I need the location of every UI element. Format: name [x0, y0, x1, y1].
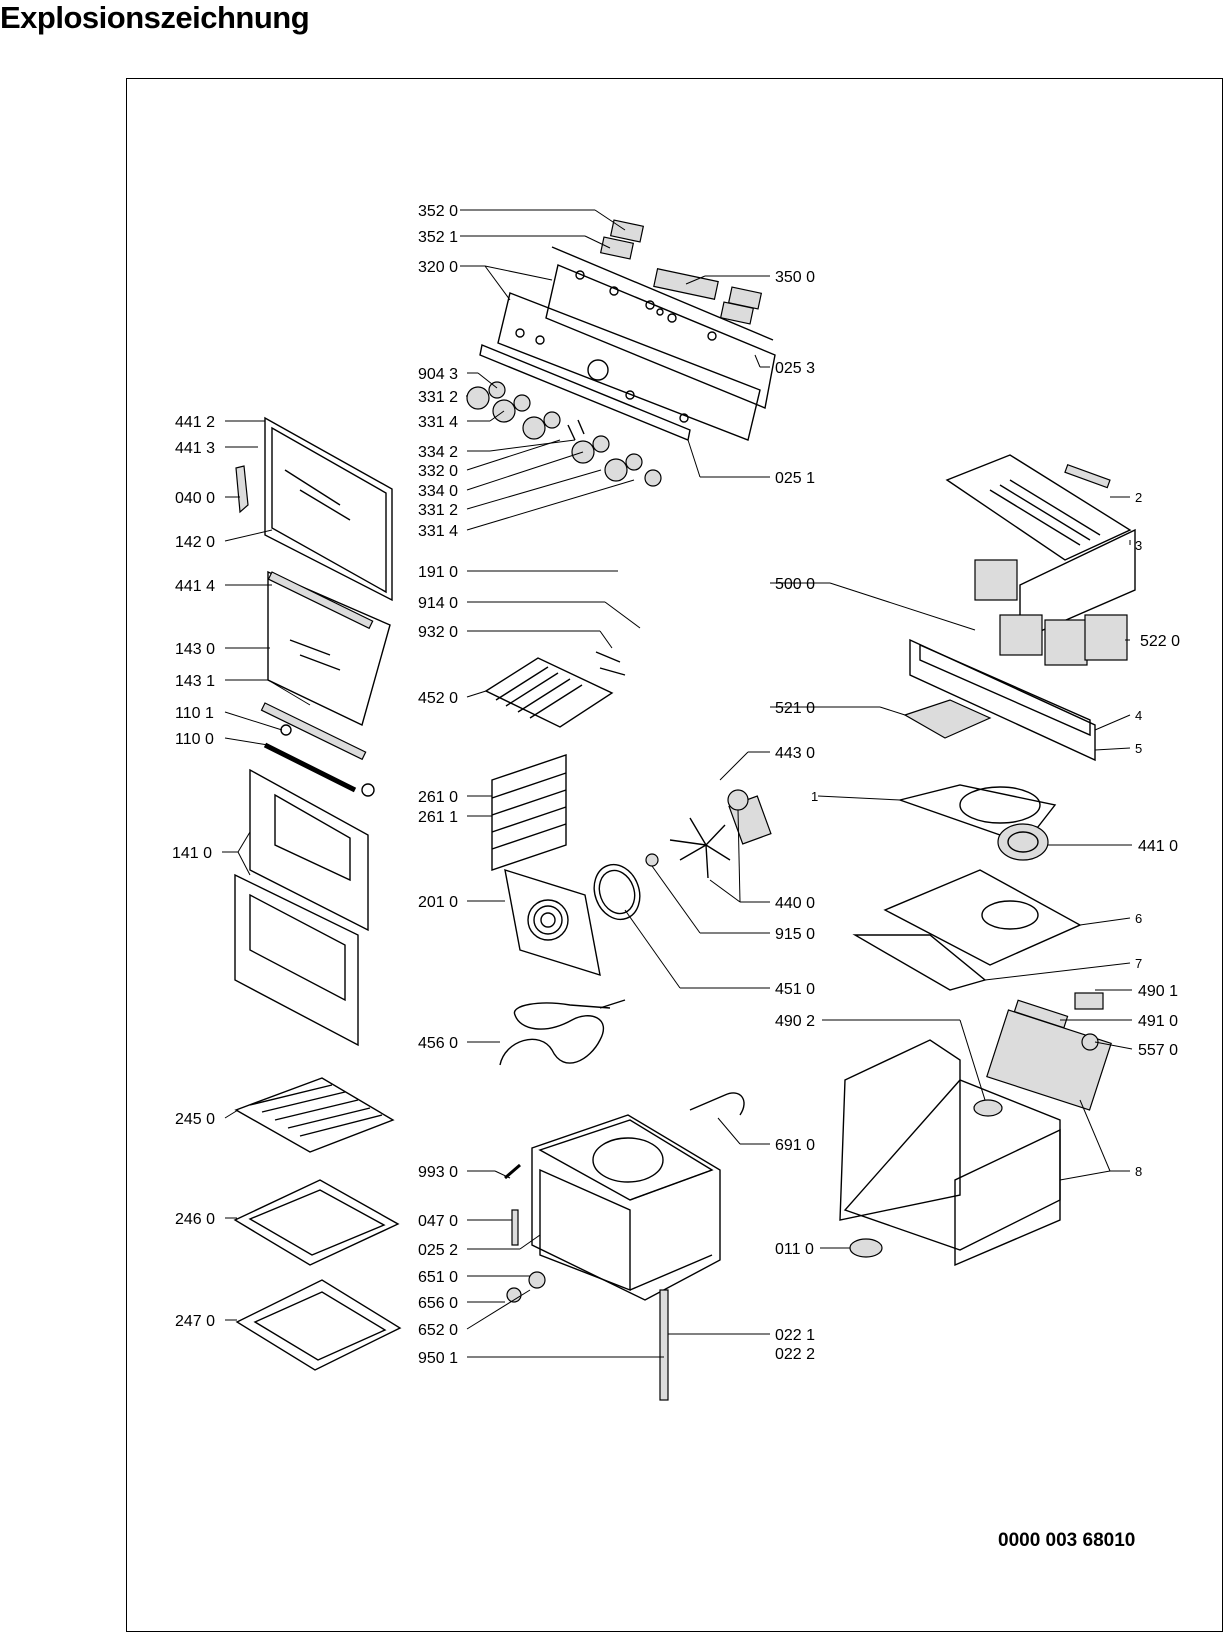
callout-246-0: 246 0: [175, 1211, 215, 1228]
door-glass: [234, 768, 369, 1047]
inner-glass: [260, 570, 391, 761]
callout-040-0: 040 0: [175, 490, 215, 507]
callout-334-2: 334 2: [418, 444, 458, 461]
callout-5: 5: [1135, 741, 1142, 756]
electronic-modules: [903, 559, 1128, 739]
callout-8: 8: [1135, 1164, 1142, 1179]
callout-011-0: 011 0: [775, 1241, 814, 1258]
callout-993-0: 993 0: [418, 1164, 458, 1181]
part-drawings: [233, 219, 1136, 1401]
callout-652-0: 652 0: [418, 1322, 458, 1339]
small-parts: [504, 1092, 745, 1401]
top-cover: [945, 454, 1136, 642]
callout-500-0: 500 0: [775, 576, 815, 593]
grid-shelf: [234, 1077, 395, 1153]
top-plate: [897, 784, 1057, 861]
callout-331-4-a: 331 4: [418, 414, 458, 431]
callout-443-0: 443 0: [775, 745, 815, 762]
side-rails: [491, 754, 567, 871]
callout-350-0: 350 0: [775, 269, 815, 286]
callout-451-0: 451 0: [775, 981, 815, 998]
page-title: Explosionszeichnung: [0, 0, 310, 35]
callout-441-4: 441 4: [175, 578, 215, 595]
callout-440-0: 440 0: [775, 895, 815, 912]
callout-904-3: 904 3: [418, 366, 458, 383]
oven-cavity: [531, 1114, 721, 1301]
callout-332-0: 332 0: [418, 463, 458, 480]
callout-261-1: 261 1: [418, 809, 458, 826]
deep-tray: [235, 1279, 402, 1371]
callout-331-2-a: 331 2: [418, 389, 458, 406]
callout-1: 1: [811, 789, 818, 804]
callout-950-1: 950 1: [418, 1350, 458, 1367]
callout-320-0: 320 0: [418, 259, 458, 276]
callout-915-0: 915 0: [775, 926, 815, 943]
callout-025-1: 025 1: [775, 470, 815, 487]
callout-047-0: 047 0: [418, 1213, 458, 1230]
callout-142-0: 142 0: [175, 534, 215, 551]
callout-452-0: 452 0: [418, 690, 458, 707]
callout-2: 2: [1135, 490, 1142, 505]
callout-110-0: 110 0: [175, 731, 214, 748]
callout-651-0: 651 0: [418, 1269, 458, 1286]
knobs: [466, 381, 662, 487]
callout-456-0: 456 0: [418, 1035, 458, 1052]
callout-490-2: 490 2: [775, 1013, 815, 1030]
callout-441-2: 441 2: [175, 414, 215, 431]
callout-490-1: 490 1: [1138, 983, 1178, 1000]
callout-4: 4: [1135, 708, 1142, 723]
outer-housing: [839, 992, 1112, 1267]
callout-331-2-b: 331 2: [418, 502, 458, 519]
callout-331-4-b: 331 4: [418, 523, 458, 540]
control-panel-parts: [479, 219, 776, 441]
fan-assembly: [593, 789, 772, 921]
callout-3: 3: [1135, 538, 1142, 553]
callout-022-1: 022 1: [775, 1327, 815, 1344]
callout-932-0: 932 0: [418, 624, 458, 641]
callout-143-1: 143 1: [175, 673, 215, 690]
callout-141-0: 141 0: [172, 845, 212, 862]
callout-691-0: 691 0: [775, 1137, 815, 1154]
baking-tray: [233, 1179, 400, 1266]
document-number: 0000 003 68010: [998, 1530, 1135, 1551]
callout-110-1: 110 1: [175, 705, 214, 722]
diagram-frame: [126, 78, 1223, 1632]
callout-491-0: 491 0: [1138, 1013, 1178, 1030]
callout-6: 6: [1135, 911, 1142, 926]
callout-025-3: 025 3: [775, 360, 815, 377]
callout-334-0: 334 0: [418, 483, 458, 500]
callout-025-2: 025 2: [418, 1242, 458, 1259]
callout-441-3: 441 3: [175, 440, 215, 457]
callout-441-0: 441 0: [1138, 838, 1178, 855]
callout-656-0: 656 0: [418, 1295, 458, 1312]
callout-914-0: 914 0: [418, 595, 458, 612]
callout-521-0: 521 0: [775, 700, 815, 717]
heater-element: [499, 999, 626, 1066]
leader-lines: [222, 209, 1133, 1358]
callout-245-0: 245 0: [175, 1111, 215, 1128]
callout-201-0: 201 0: [418, 894, 458, 911]
door-frame: [235, 416, 393, 602]
callout-022-2: 022 2: [775, 1346, 815, 1363]
callout-191-0: 191 0: [418, 564, 458, 581]
callout-labels: 352 0 352 1 320 0 350 0 025 3 904 3 331 …: [172, 203, 1180, 1367]
callout-261-0: 261 0: [418, 789, 458, 806]
rear-panel: [504, 868, 601, 977]
callout-143-0: 143 0: [175, 641, 215, 658]
shelf-rack: [484, 651, 626, 728]
callout-247-0: 247 0: [175, 1313, 215, 1330]
callout-352-1: 352 1: [418, 229, 458, 246]
control-frame: [909, 638, 1096, 762]
callout-557-0: 557 0: [1138, 1042, 1178, 1059]
bottom-plates: [852, 869, 1082, 991]
callout-352-0: 352 0: [418, 203, 458, 220]
callout-522-0: 522 0: [1140, 633, 1180, 650]
callout-7: 7: [1135, 956, 1142, 971]
